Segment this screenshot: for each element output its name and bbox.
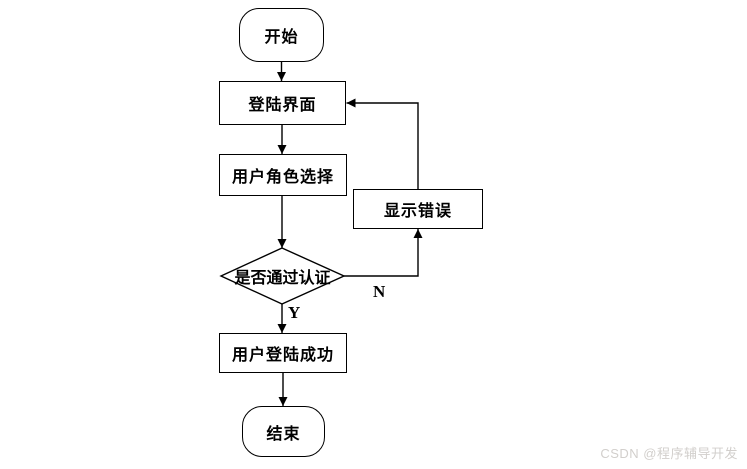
flow-node-start-label: 开始 — [264, 29, 299, 46]
flow-node-login-success-label: 用户登陆成功 — [231, 347, 334, 364]
flow-node-end-label: 结束 — [266, 425, 301, 443]
flow-node-start: 开始 — [239, 8, 324, 62]
flow-node-show-error-label: 显示错误 — [383, 203, 452, 220]
flow-node-end: 结束 — [242, 406, 325, 457]
flow-node-auth-check-label: 是否通过认证 — [234, 270, 331, 287]
edge-label-yes: Y — [288, 303, 301, 322]
csdn-watermark: CSDN @程序辅导开发 — [600, 446, 738, 461]
edge-error-to-login — [346, 98, 419, 189]
flow-node-auth-shape — [219, 247, 346, 305]
flow-node-login-screen: 登陆界面 — [219, 81, 346, 125]
flow-node-login-success: 用户登陆成功 — [219, 333, 347, 373]
flow-node-role-select: 用户角色选择 — [219, 154, 347, 196]
edge-auth-to-error — [344, 229, 423, 277]
flow-node-show-error: 显示错误 — [353, 189, 483, 229]
edge-label-no: N — [373, 282, 386, 301]
flow-node-login-screen-label: 登陆界面 — [248, 97, 317, 114]
flow-node-role-select-label: 用户角色选择 — [231, 169, 334, 186]
flow-node-auth-check: 是否通过认证 — [222, 262, 343, 290]
